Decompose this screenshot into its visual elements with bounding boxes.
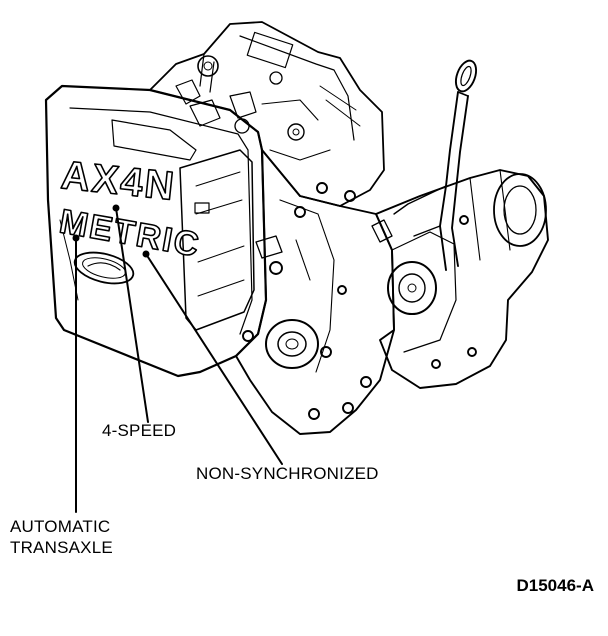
ford-oval-logo — [73, 251, 135, 285]
leader-lines — [72, 204, 283, 513]
leader-nonsync — [145, 253, 283, 465]
output-seal — [265, 319, 319, 369]
label-automatic-line2: TRANSAXLE — [10, 538, 113, 557]
figure-id: D15046-A — [516, 576, 595, 595]
label-automatic-line1: AUTOMATIC — [10, 517, 111, 536]
valve-body — [149, 21, 385, 207]
label-automatic-transaxle: AUTOMATIC TRANSAXLE — [10, 516, 113, 558]
label-non-synchronized: NON-SYNCHRONIZED — [196, 464, 379, 483]
label-4-speed: 4-SPEED — [102, 421, 177, 440]
dipstick-assembly — [393, 59, 478, 271]
case-text-line1: AX4N — [59, 153, 178, 209]
differential-housing — [371, 169, 549, 389]
side-case — [235, 149, 395, 435]
leader-4speed — [115, 207, 149, 423]
dipstick-handle — [454, 59, 478, 93]
axle-seal — [387, 261, 437, 315]
case-emboss: AX4N METRIC — [56, 152, 204, 285]
